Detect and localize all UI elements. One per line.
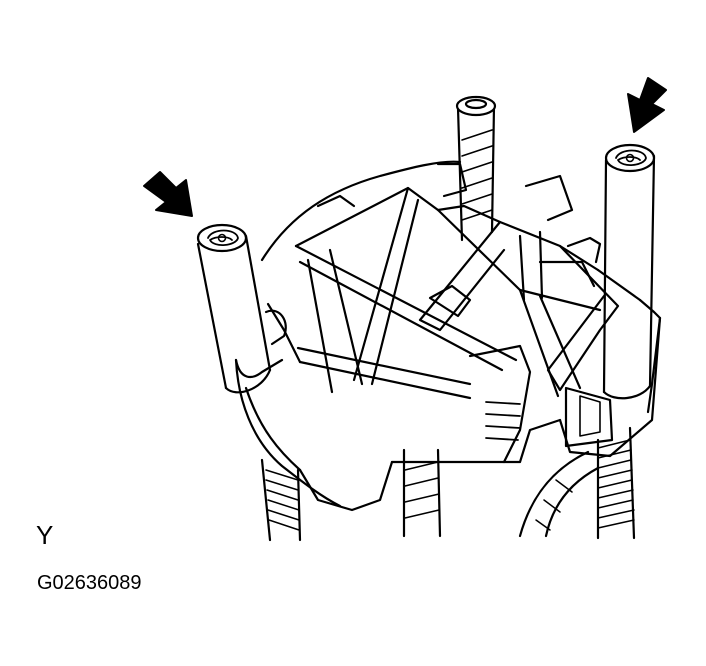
right-lower-threaded-rod bbox=[596, 426, 636, 540]
left-clip-arm bbox=[234, 309, 287, 379]
bracket-frame bbox=[266, 162, 620, 464]
view-label: Y bbox=[36, 520, 54, 550]
arrow-pointer-icon bbox=[627, 77, 667, 133]
left-post bbox=[196, 223, 272, 394]
hose bbox=[518, 450, 600, 538]
figure-id: G02636089 bbox=[37, 572, 142, 594]
center-rod bbox=[455, 95, 497, 242]
right-post bbox=[602, 143, 656, 400]
arrow-pointer-icon bbox=[143, 171, 193, 217]
center-lower-rod bbox=[402, 448, 442, 538]
left-lower-threaded-rod bbox=[260, 458, 302, 542]
